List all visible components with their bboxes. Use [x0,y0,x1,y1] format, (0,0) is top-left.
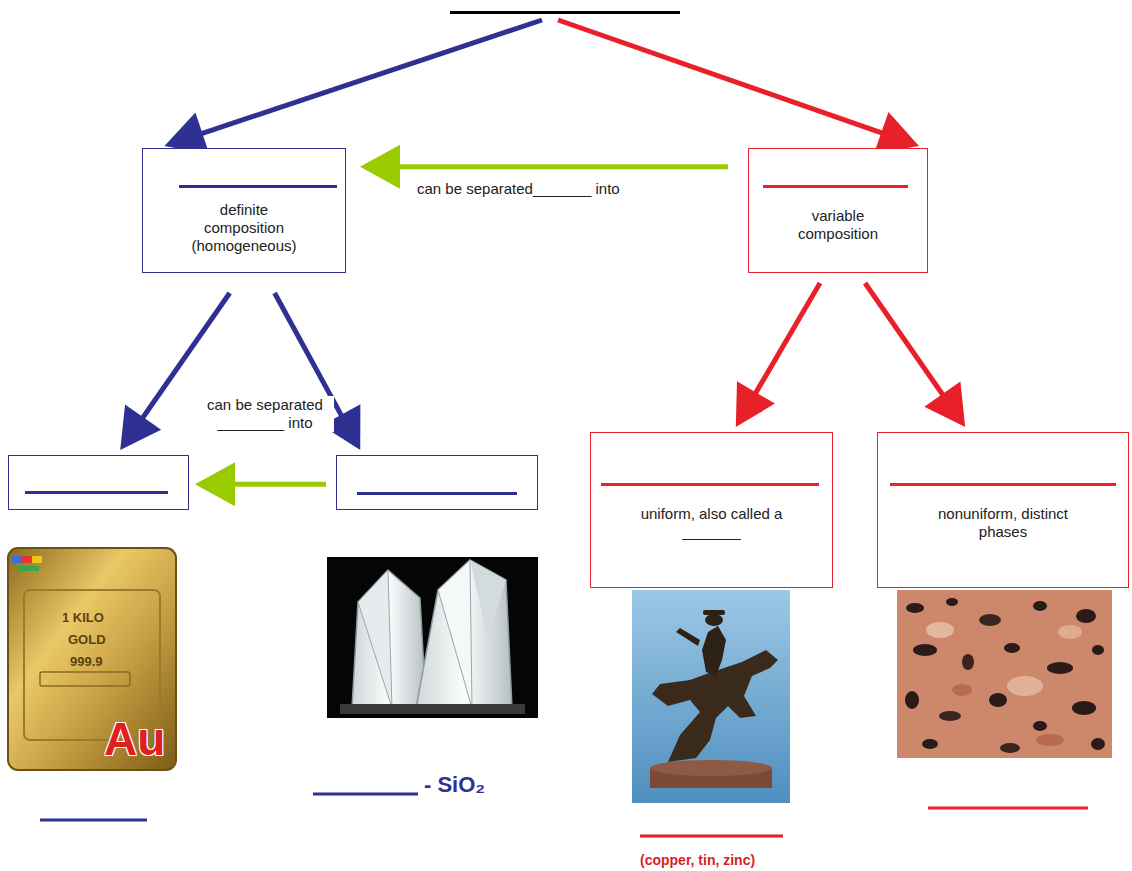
answer-blank [890,483,1116,486]
arrow-line [865,283,947,401]
picture-part [703,610,725,615]
picture-part [702,626,726,676]
picture-part [989,693,1007,707]
picture-part [12,556,22,563]
picture-part [470,560,506,640]
quartz-picture [327,557,538,718]
category-box: nonuniform, distinct phases [877,432,1129,588]
picture-part [926,622,954,638]
answer-blanks [40,794,1088,836]
node-text: variable composition [778,207,898,243]
formula-label: - SiO₂ [424,772,485,798]
picture-part [650,760,772,776]
picture-part [928,807,1088,810]
picture-part [905,691,919,709]
arrow-line [558,20,889,135]
picture-part [897,590,1112,758]
picture-part [952,684,972,696]
stamp-text: 1 KILO [62,610,104,625]
arrow-line [752,283,820,399]
picture-part [352,570,426,708]
arrow-connector [164,20,542,154]
edge-label: can be separated ________ into [196,396,334,432]
picture-part [340,704,525,714]
picture-part [962,654,974,670]
picture-part [640,835,783,838]
picture-part [1004,643,1020,653]
gold-bar-picture [8,548,176,770]
picture-part [1000,743,1020,753]
picture-part [632,590,790,803]
picture-part [1047,662,1073,674]
picture-part [1072,701,1096,715]
arrow-line [392,164,728,169]
picture-part [17,566,39,571]
arrow-line [227,482,326,487]
node-text: definite composition (homogeneous) [179,201,309,255]
picture-part [8,548,176,770]
node-text: nonuniform, distinct phases [928,505,1078,541]
arrow-head [736,381,775,427]
picture-part [913,644,937,656]
arrow-connector [865,283,965,427]
picture-part [1092,645,1104,655]
picture-part [705,614,723,626]
arrow-line [195,20,542,136]
category-box: variable composition [748,148,928,273]
answer-blank [25,491,168,494]
arrow-head [120,405,161,450]
answer-blank [357,492,517,495]
picture-part [40,819,147,822]
arrow-connector [558,20,919,154]
category-box [8,455,189,510]
category-box: uniform, also called a _______ [590,432,833,588]
picture-part [1036,734,1064,746]
picture-part [906,603,924,613]
picture-part [358,570,392,708]
arrow-head [195,462,235,506]
title-blank [450,0,680,14]
edge-label: can be separated_______ into [415,180,622,198]
picture-part [897,590,1112,758]
picture-part [922,739,938,749]
picture-part [438,560,472,708]
picture-part [22,556,32,563]
arrow-connector [736,283,820,427]
category-box [336,455,538,510]
picture-part [313,793,418,796]
picture-part [327,557,538,718]
bronze-statue-picture [632,590,790,803]
arrow-head [360,145,400,189]
picture-part [939,711,961,721]
category-box: definite composition (homogeneous) [142,148,346,273]
picture-part [40,672,130,686]
stamp-text: GOLD [68,632,106,647]
answer-blank [763,185,908,188]
example-note: (copper, tin, zinc) [640,852,755,868]
picture-part [979,614,1001,626]
picture-part [1076,609,1096,623]
picture-part [32,556,42,563]
picture-part [1091,738,1105,750]
picture-part [1007,676,1043,696]
picture-part [1033,601,1047,611]
picture-part [1033,721,1047,731]
element-symbol: Au [104,712,165,766]
picture-part [416,560,512,708]
picture-part [1058,625,1082,639]
granite-picture [897,590,1112,758]
answer-blank [601,483,819,486]
arrow-connector [195,462,326,506]
node-text: uniform, also called a _______ [632,505,792,541]
answer-blank [179,185,337,188]
picture-part [946,598,958,606]
picture-part [676,628,700,646]
arrow-head [924,382,965,427]
stamp-text: 999.9 [70,654,103,669]
